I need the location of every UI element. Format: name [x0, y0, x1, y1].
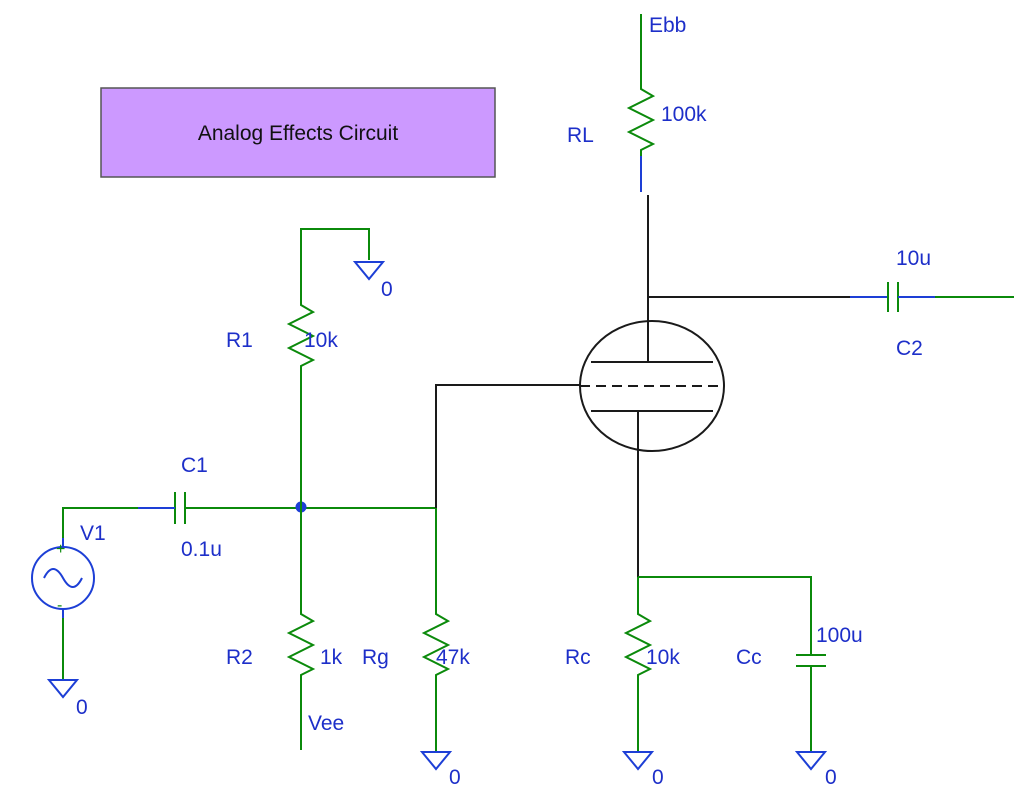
ground-cc-label: 0	[825, 766, 837, 789]
v1-plus-sign: +	[56, 541, 65, 558]
r1-resistor[interactable]	[286, 300, 316, 372]
c1-value: 0.1u	[181, 538, 222, 561]
wire-r1-top	[300, 228, 370, 300]
r1-value: 10k	[304, 329, 338, 352]
ground-rc-label: 0	[652, 766, 664, 789]
rl-label: RL	[567, 124, 594, 147]
ground-v1-label: 0	[76, 696, 88, 719]
rg-label: Rg	[362, 646, 389, 669]
v1-label: V1	[80, 522, 106, 545]
cc-value: 100u	[816, 624, 863, 647]
vacuum-tube[interactable]	[579, 320, 725, 452]
title-box	[100, 87, 496, 178]
rc-value: 10k	[646, 646, 680, 669]
cc-label: Cc	[736, 646, 762, 669]
rl-value: 100k	[661, 103, 707, 126]
circuit-title: Analog Effects Circuit	[198, 122, 399, 145]
cc-capacitor[interactable]	[796, 654, 826, 667]
wire-v1-c1	[62, 507, 175, 538]
wire-grid	[435, 384, 580, 508]
rg-resistor[interactable]	[421, 610, 451, 681]
ground-r1	[352, 261, 386, 281]
wire-cathode-cc	[638, 576, 812, 655]
v1-minus-sign: -	[57, 597, 62, 614]
r2-resistor[interactable]	[286, 610, 316, 681]
c1-label: C1	[181, 454, 208, 477]
ground-r1-label: 0	[381, 278, 393, 301]
rc-resistor[interactable]	[623, 610, 653, 681]
c2-value: 10u	[896, 247, 931, 270]
c2-capacitor[interactable]	[850, 282, 935, 312]
ground-rc	[621, 751, 655, 771]
rg-value: 47k	[436, 646, 470, 669]
r2-label: R2	[226, 646, 253, 669]
r2-value: 1k	[320, 646, 343, 669]
rc-label: Rc	[565, 646, 591, 669]
ground-v1	[46, 679, 80, 699]
vee-label: Vee	[308, 712, 344, 735]
ground-cc	[794, 751, 828, 771]
rl-resistor[interactable]	[626, 85, 656, 156]
c2-label: C2	[896, 337, 923, 360]
ground-rg	[419, 751, 453, 771]
v1-source[interactable]	[31, 538, 95, 618]
r1-label: R1	[226, 329, 253, 352]
ground-rg-label: 0	[449, 766, 461, 789]
ebb-label: Ebb	[649, 14, 686, 37]
